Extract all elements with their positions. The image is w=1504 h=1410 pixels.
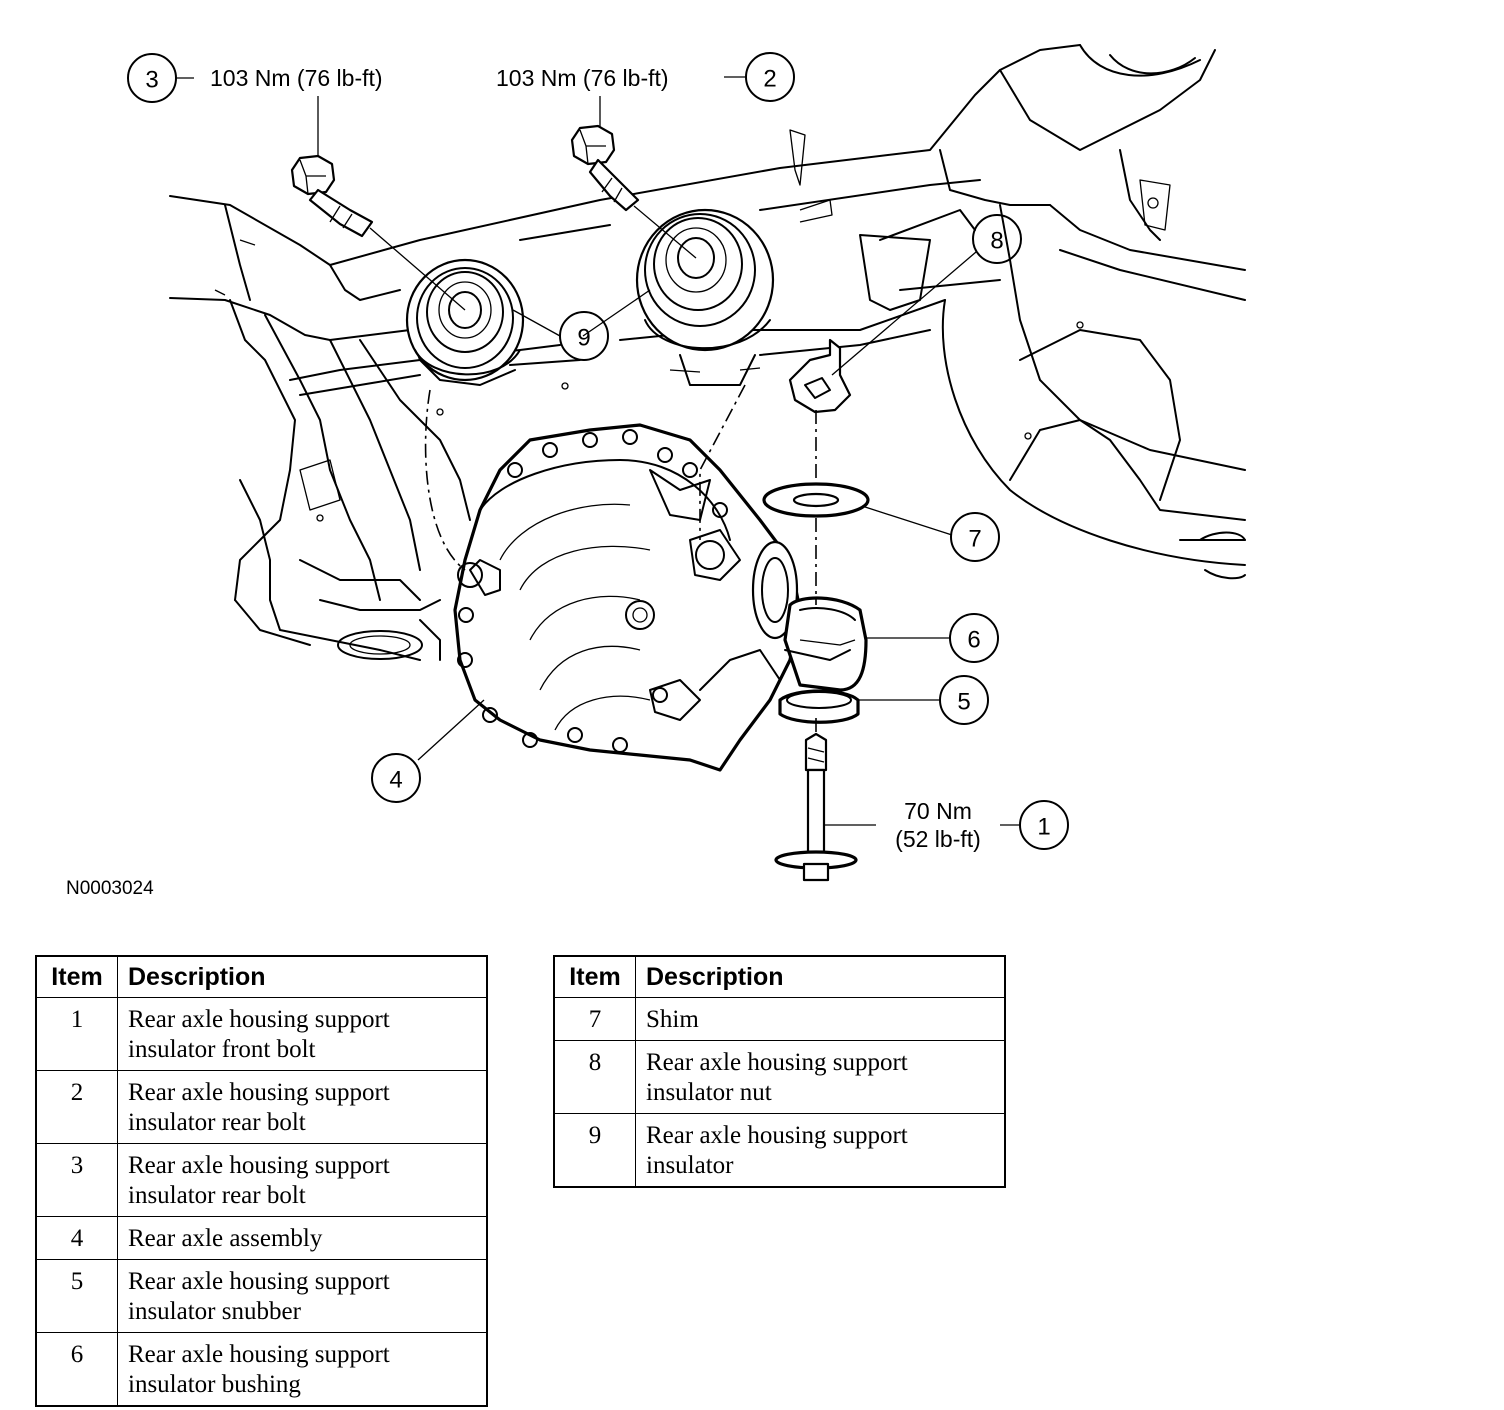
bolt-item-1 [774, 732, 858, 882]
item-number: 1 [35, 997, 118, 1071]
callout-circle [127, 53, 177, 103]
callout-3: 3 103 Nm (76 lb-ft) [127, 53, 383, 103]
callout-8: 8 [972, 214, 1022, 264]
bolt-3-axis-line [369, 227, 466, 311]
callout-9: 9 [559, 311, 609, 361]
callout-number: 8 [990, 228, 1003, 255]
legend-row: 7 Shim [553, 997, 1006, 1041]
item-description: Rear axle assembly [117, 1216, 488, 1260]
exploded-view-illustration: 3 103 Nm (76 lb-ft) 2 103 Nm (76 lb-ft) … [127, 44, 1246, 882]
callout-4: 4 [371, 753, 421, 803]
insulator-nut-bracket [788, 338, 852, 414]
legend-header-row: Item Description [35, 955, 488, 998]
item-number: 2 [35, 1070, 118, 1144]
callout-circle [559, 311, 609, 361]
legend-table-right: Item Description 7 Shim 8 Rear axle hous… [553, 955, 1006, 1188]
callout-number: 4 [389, 767, 402, 794]
item-number: 3 [35, 1143, 118, 1217]
callout-circle [949, 613, 999, 663]
insulator-left [405, 258, 525, 386]
callout-circle [371, 753, 421, 803]
legend-table-left: Item Description 1 Rear axle housing sup… [35, 955, 488, 1407]
alignment-line-right [699, 384, 746, 540]
callout-7: 7 [950, 512, 1000, 562]
callout-circle [972, 214, 1022, 264]
alignment-line-left [424, 389, 466, 571]
callout-number: 2 [763, 66, 776, 93]
insulator-snubber [778, 689, 860, 724]
callout-number: 7 [968, 526, 981, 553]
item-number: 8 [553, 1040, 636, 1114]
callout-number: 3 [145, 67, 158, 94]
item-header: Item [35, 955, 118, 998]
item-number: 6 [35, 1332, 118, 1407]
callout-circle [1019, 800, 1069, 850]
description-header: Description [117, 955, 488, 998]
legend-row: 4 Rear axle assembly [35, 1216, 488, 1260]
torque-spec: 103 Nm (76 lb-ft) [496, 65, 669, 91]
item-number: 9 [553, 1113, 636, 1188]
torque-spec-lbft: (52 lb-ft) [895, 826, 981, 852]
item-number: 4 [35, 1216, 118, 1260]
bolt-2-axis-line [633, 205, 697, 259]
bolt-item-3 [290, 154, 374, 238]
rear-axle-assembly [453, 423, 802, 772]
callout-circle [939, 675, 989, 725]
description-header: Description [635, 955, 1006, 998]
callout-number: 6 [967, 627, 980, 654]
callout-5: 5 [939, 675, 989, 725]
torque-spec: 103 Nm (76 lb-ft) [210, 65, 383, 91]
item-description: Shim [635, 997, 1006, 1041]
callout-2: 2 103 Nm (76 lb-ft) [496, 52, 795, 102]
shim-washer [762, 482, 870, 518]
callout-circle [950, 512, 1000, 562]
torque-spec-nm: 70 Nm [904, 798, 972, 824]
figure-id: N0003024 [66, 878, 154, 899]
callout-circle [745, 52, 795, 102]
callout-1: 1 70 Nm (52 lb-ft) [895, 798, 1069, 852]
bolt-item-2 [570, 124, 640, 212]
insulator-right [635, 208, 775, 386]
insulator-bushing [783, 596, 868, 692]
callout-number: 9 [577, 325, 590, 352]
item-number: 7 [553, 997, 636, 1041]
item-header: Item [553, 955, 636, 998]
callout-6: 6 [949, 613, 999, 663]
leader-lines [176, 76, 1020, 826]
item-number: 5 [35, 1259, 118, 1333]
callout-number: 1 [1037, 814, 1050, 841]
callout-number: 5 [957, 689, 970, 716]
legend-header-row: Item Description [553, 955, 1006, 998]
